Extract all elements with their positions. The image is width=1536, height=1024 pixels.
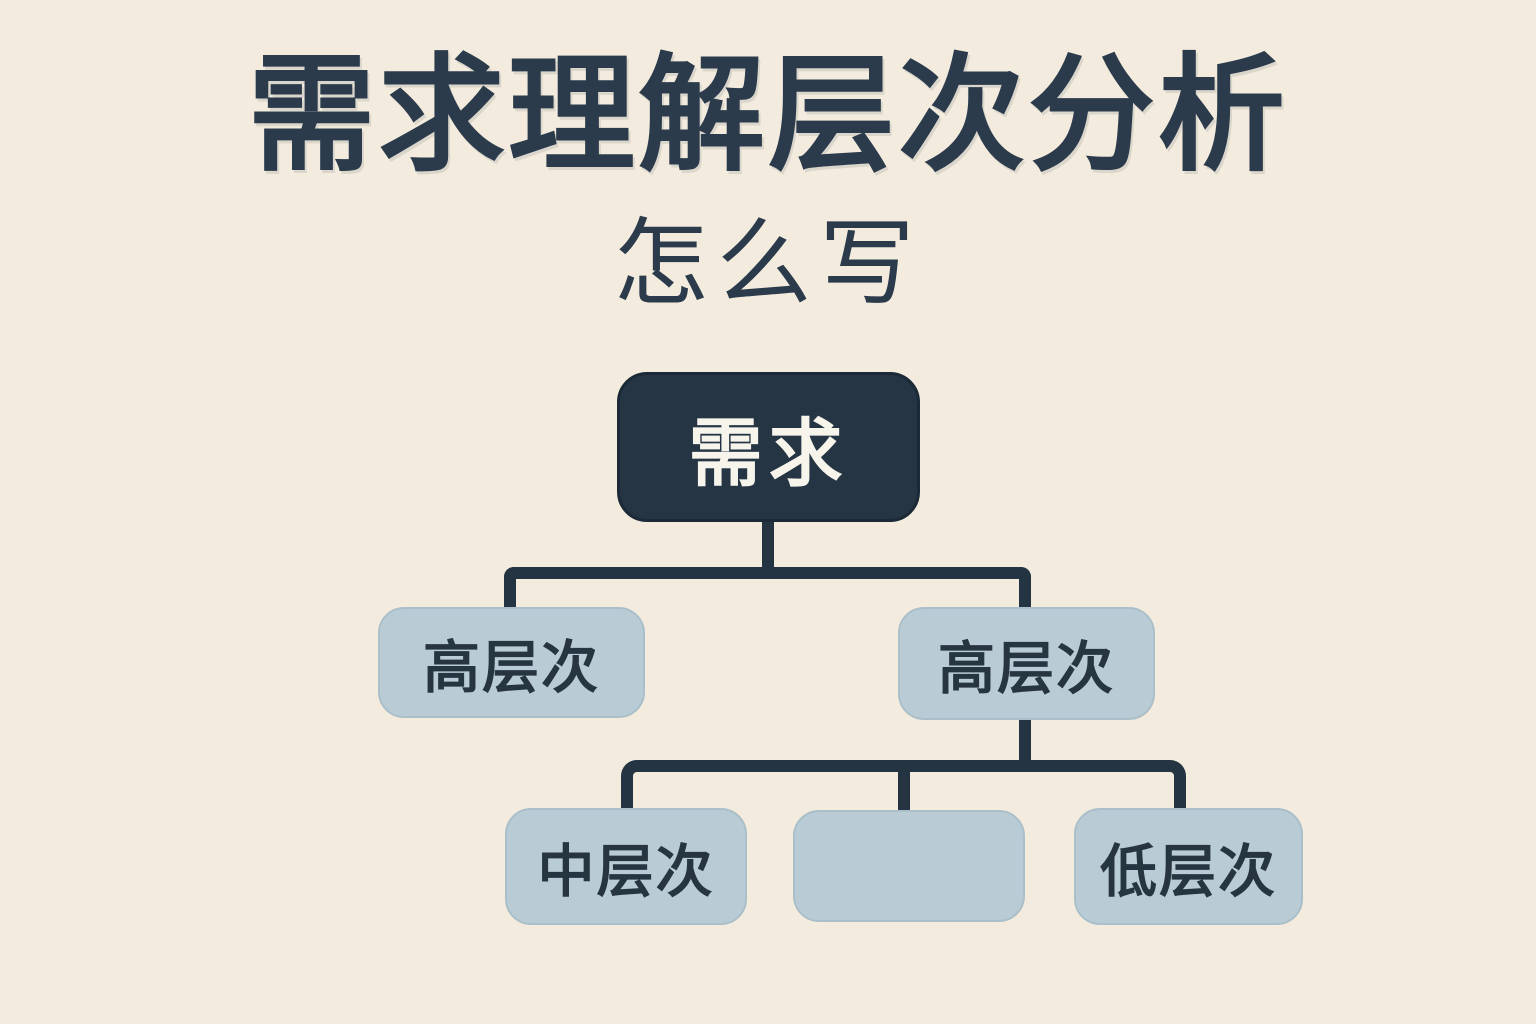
node-level3-empty	[793, 810, 1025, 922]
page-subtitle: 怎么写	[613, 211, 923, 317]
node-level2-right-high: 高层次	[898, 607, 1155, 720]
connector-upper-bracket	[504, 567, 1031, 609]
node-level2-left-high: 高层次	[378, 607, 645, 718]
connector-level2-stem	[1019, 718, 1031, 766]
connector-root-stem	[762, 518, 774, 573]
node-level3-mid: 中层次	[505, 808, 747, 925]
node-level3-low: 低层次	[1074, 808, 1303, 925]
connector-middle-drop	[898, 766, 910, 812]
node-root-demand: 需求	[617, 372, 920, 522]
page-title: 需求理解层次分析	[247, 44, 1288, 186]
